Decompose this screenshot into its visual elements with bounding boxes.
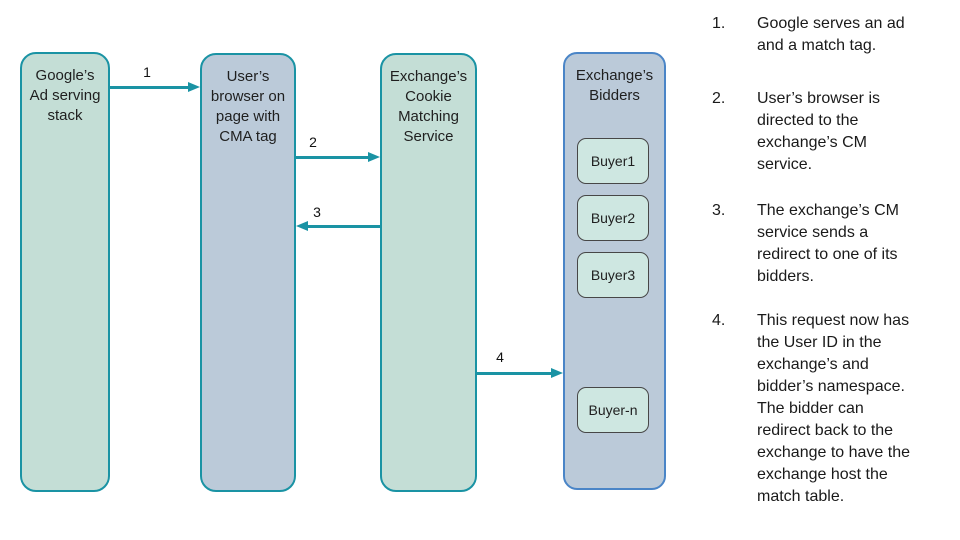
step-text: The exchange’s CM service sends a redire…: [757, 202, 899, 285]
buyer2-box: Buyer2: [577, 195, 649, 241]
step-number: 1.: [712, 15, 726, 32]
buyer-n-box: Buyer-n: [577, 387, 649, 433]
step-number: 3.: [712, 202, 726, 219]
arrow-4-line: [477, 372, 553, 375]
lane-title: Exchange’s Cookie Matching Service: [389, 68, 468, 145]
arrow-4-label: 4: [496, 349, 504, 365]
arrow-2-label: 2: [309, 134, 317, 150]
step-text: Google serves an ad and a match tag.: [757, 15, 905, 54]
step-number: 2.: [712, 90, 726, 107]
buyer3-box: Buyer3: [577, 252, 649, 298]
step-text: User’s browser is directed to the exchan…: [757, 90, 880, 173]
lane-exchange-bidders: Exchange’s Bidders Buyer1 Buyer2 Buyer3 …: [563, 52, 666, 490]
arrow-4-head-icon: [551, 368, 563, 378]
arrow-1-line: [110, 86, 190, 89]
step-item-4: 4. This request now has the User ID in t…: [712, 310, 915, 508]
arrow-3-label: 3: [313, 204, 321, 220]
lane-title: User’s browser on page with CMA tag: [210, 68, 286, 145]
buyer1-box: Buyer1: [577, 138, 649, 184]
arrow-3-line: [306, 225, 380, 228]
step-number: 4.: [712, 312, 726, 329]
arrow-1-head-icon: [188, 82, 200, 92]
arrow-1-label: 1: [143, 64, 151, 80]
arrow-2-line: [296, 156, 370, 159]
step-item-3: 3. The exchange’s CM service sends a red…: [712, 200, 915, 288]
arrow-3-head-icon: [296, 221, 308, 231]
step-text: This request now has the User ID in the …: [757, 312, 911, 505]
lane-exchange-cm-service: Exchange’s Cookie Matching Service: [380, 53, 477, 492]
step-item-2: 2. User’s browser is directed to the exc…: [712, 88, 915, 176]
lane-google-ad-serving-stack: Google’s Ad serving stack: [20, 52, 110, 492]
lane-title: Google’s Ad serving stack: [29, 67, 101, 124]
arrow-2-head-icon: [368, 152, 380, 162]
step-item-1: 1. Google serves an ad and a match tag.: [712, 13, 915, 57]
lane-user-browser: User’s browser on page with CMA tag: [200, 53, 296, 492]
lane-title: Exchange’s Bidders: [575, 67, 654, 104]
